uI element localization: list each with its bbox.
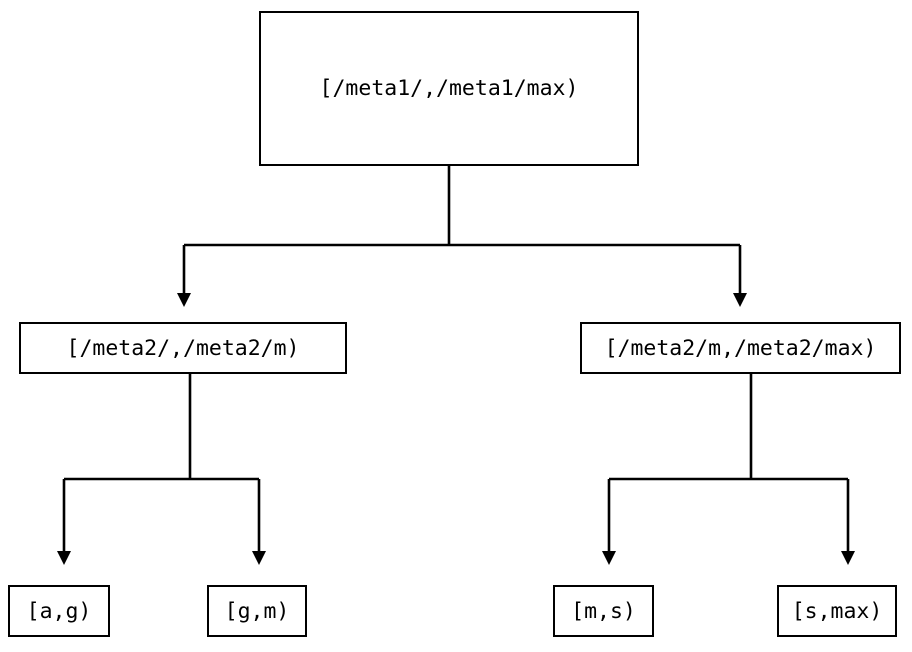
tree-node-leaf-smax[interactable]: [s,max): [777, 585, 897, 637]
tree-node-root-label: [/meta1/,/meta1/max): [319, 76, 579, 101]
arrowhead-down-icon-to-leaf-ms: [602, 551, 616, 565]
edge-meta2high-to-leaves-group: [602, 374, 855, 565]
arrowhead-down-icon-to-meta2-high: [733, 293, 747, 307]
tree-node-leaf-ag[interactable]: [a,g): [8, 585, 110, 637]
tree-node-meta2-low-label: [/meta2/,/meta2/m): [66, 335, 300, 361]
tree-node-meta2-high-label: [/meta2/m,/meta2/max): [604, 335, 877, 361]
tree-node-leaf-ag-label: [a,g): [26, 598, 92, 624]
arrowhead-down-icon-to-leaf-smax: [841, 551, 855, 565]
arrowhead-down-icon-to-leaf-ag: [57, 551, 71, 565]
tree-node-leaf-gm[interactable]: [g,m): [207, 585, 307, 637]
arrowhead-down-icon-to-meta2-low: [177, 293, 191, 307]
tree-node-leaf-smax-label: [s,max): [791, 598, 883, 624]
tree-node-meta2-low[interactable]: [/meta2/,/meta2/m): [19, 322, 347, 374]
tree-node-leaf-ms-label: [m,s): [571, 598, 636, 624]
tree-node-leaf-ms[interactable]: [m,s): [553, 585, 654, 637]
tree-node-meta2-high[interactable]: [/meta2/m,/meta2/max): [580, 322, 901, 374]
edge-root-to-meta2-group: [177, 166, 747, 307]
arrowhead-down-icon-to-leaf-gm: [252, 551, 266, 565]
tree-node-root[interactable]: [/meta1/,/meta1/max): [259, 11, 639, 166]
edge-meta2low-to-leaves-group: [57, 374, 266, 565]
tree-node-leaf-gm-label: [g,m): [224, 598, 290, 624]
